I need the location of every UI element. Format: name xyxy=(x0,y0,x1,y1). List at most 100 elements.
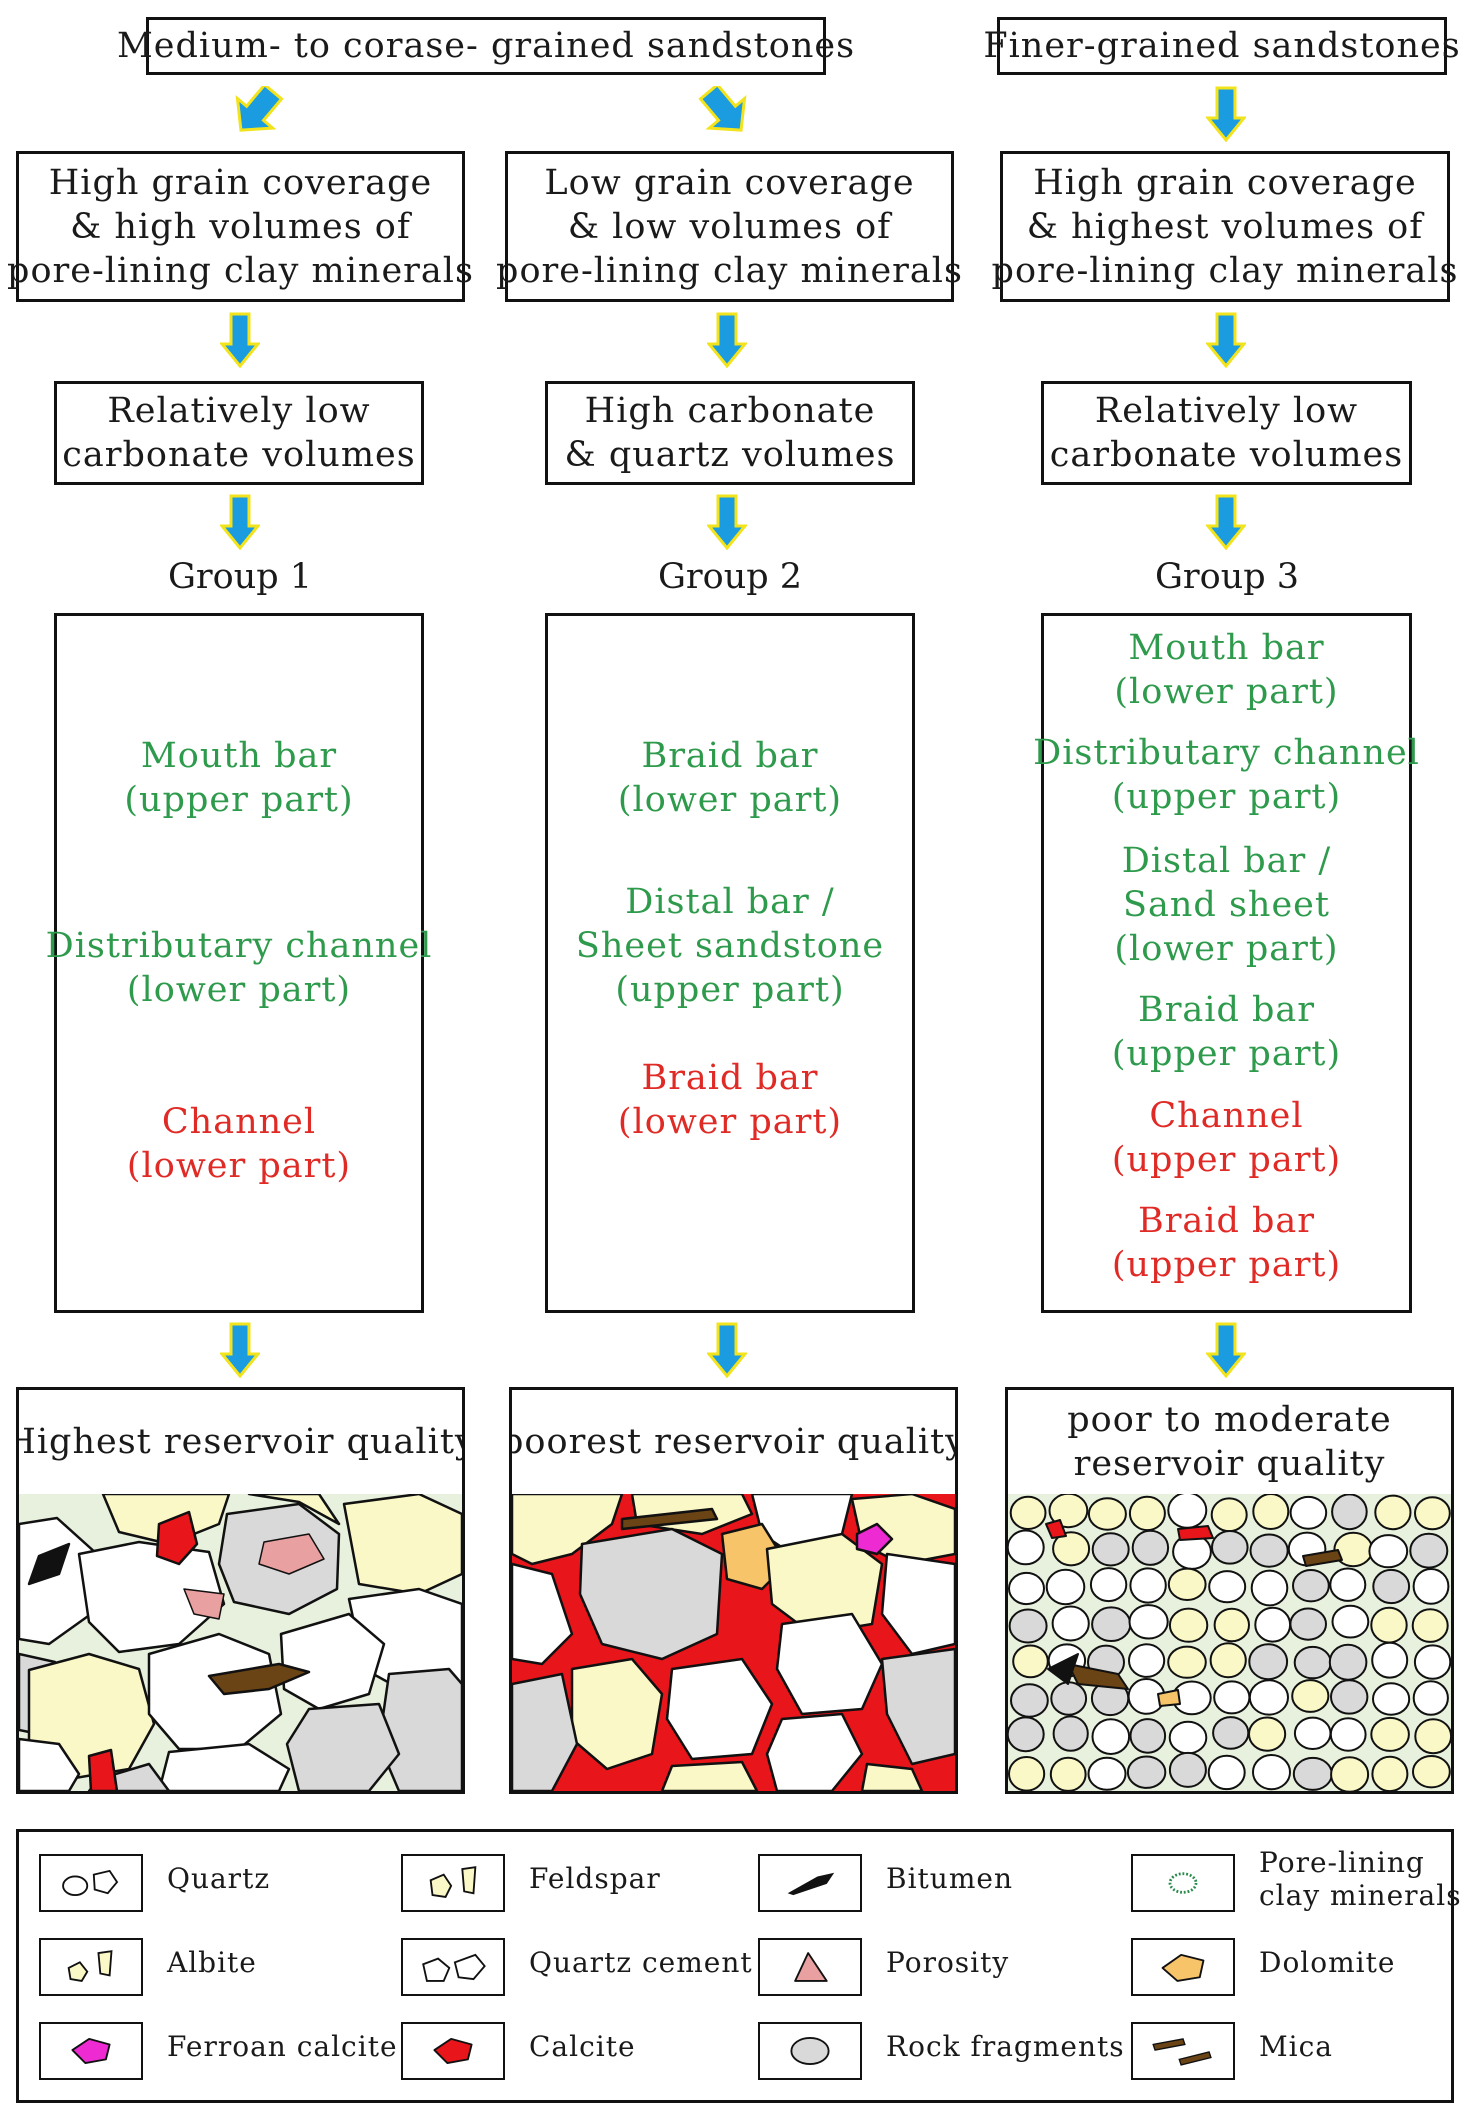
grain xyxy=(1050,1681,1088,1716)
grain xyxy=(1248,1679,1289,1716)
coverage-1-line-3: pore-lining clay minerals xyxy=(7,250,474,291)
grain xyxy=(1329,1567,1367,1602)
arrow-c2-r3 xyxy=(707,1322,747,1378)
env-3-2-line-2: (upper part) xyxy=(1111,777,1342,817)
grain xyxy=(1049,1756,1087,1791)
quality-panel-2: poorest reservoir quality xyxy=(509,1387,958,1794)
quartz-icon xyxy=(39,1854,143,1912)
quality-2-line-1: poorest reservoir quality xyxy=(509,1422,958,1462)
grain xyxy=(1292,1569,1330,1603)
env-3-3-line-3: (lower part) xyxy=(1114,929,1339,969)
env-2-2: Distal bar / Sheet sandstone (upper part… xyxy=(576,880,884,1012)
coverage-3-line-2: & highest volumes of xyxy=(1026,206,1424,247)
env-2-3-line-2: (lower part) xyxy=(617,1102,843,1142)
grain xyxy=(1052,1531,1091,1567)
grain xyxy=(1168,1607,1209,1643)
coverage-1-line-2: & high volumes of xyxy=(70,206,411,247)
env-1-2: Distributary channel (lower part) xyxy=(46,924,433,1012)
coverage-2-line-2: & low volumes of xyxy=(567,206,892,247)
grain xyxy=(1207,1754,1246,1791)
legend-label-quartz-cement: Quartz cement xyxy=(529,1946,753,1979)
albite-icon xyxy=(39,1938,143,1996)
carbonate-1-line-1: Relatively low xyxy=(107,391,371,431)
grain xyxy=(1091,1532,1130,1567)
legend-label-ferroan-calcite: Ferroan calcite xyxy=(167,2030,398,2063)
env-3-4-line-1: Braid bar xyxy=(1137,990,1316,1030)
grain xyxy=(1293,1716,1332,1751)
thin-section-group-1 xyxy=(19,1494,462,1791)
carbonate-box-3: Relatively low carbonate volumes xyxy=(1041,381,1412,485)
legend-label-pore-lining-1: Pore-lining xyxy=(1259,1846,1425,1879)
grain xyxy=(1372,1682,1411,1716)
legend-item-mica: Mica xyxy=(1131,2022,1451,2082)
legend-label-dolomite: Dolomite xyxy=(1259,1946,1396,1979)
env-1-2-line-2: (lower part) xyxy=(126,970,352,1010)
grain xyxy=(1414,1496,1451,1531)
grain xyxy=(1374,1494,1412,1531)
env-3-5-line-2: (upper part) xyxy=(1111,1140,1342,1180)
grain xyxy=(1370,1606,1408,1644)
env-3-6-line-2: (upper part) xyxy=(1111,1245,1342,1285)
pore-lining-clay-icon xyxy=(1131,1854,1235,1912)
legend-label-pore-lining-2: clay minerals xyxy=(1259,1879,1462,1912)
legend-item-feldspar: Feldspar xyxy=(401,1854,721,1914)
arrow-c1-r2 xyxy=(220,494,260,550)
grain xyxy=(1213,1607,1251,1643)
grain xyxy=(1371,1755,1409,1791)
grain xyxy=(1051,1605,1090,1642)
grain xyxy=(1128,1643,1166,1678)
arrow-top-middle xyxy=(698,86,747,132)
carbonate-1-line-2: carbonate volumes xyxy=(62,435,416,475)
grain xyxy=(1211,1530,1249,1565)
legend-item-bitumen: Bitumen xyxy=(758,1854,1078,1914)
grain xyxy=(1210,1497,1248,1533)
group-1-label: Group 1 xyxy=(167,557,313,597)
grain xyxy=(1008,1756,1046,1791)
grain xyxy=(1330,1679,1369,1715)
top-box-fine: Finer-grained sandstones xyxy=(983,17,1460,75)
grain xyxy=(1252,1754,1291,1791)
legend-item-rock-fragments: Rock fragments xyxy=(758,2022,1124,2082)
grain xyxy=(1213,1680,1251,1715)
grain xyxy=(1368,1534,1409,1569)
feldspar-icon xyxy=(401,1854,505,1912)
grain xyxy=(1414,1718,1451,1755)
grain xyxy=(1208,1570,1247,1604)
grain xyxy=(1128,1604,1169,1640)
legend-label-albite: Albite xyxy=(167,1946,257,1979)
legend-label-mica: Mica xyxy=(1259,2030,1333,2063)
env-3-3-line-1: Distal bar / xyxy=(1121,841,1332,881)
arrow-top-left xyxy=(235,86,284,132)
legend-item-quartz: Quartz xyxy=(39,1854,339,1914)
grain xyxy=(1289,1607,1328,1641)
grain xyxy=(1289,1495,1328,1530)
arrow-c3-r1 xyxy=(1206,312,1246,368)
porosity-icon xyxy=(758,1938,862,1996)
quality-panel-2-title: poorest reservoir quality xyxy=(512,1390,955,1497)
group-3-label: Group 3 xyxy=(1154,557,1300,597)
legend-item-calcite: Calcite xyxy=(401,2022,721,2082)
quality-panel-1-title: Highest reservoir quality xyxy=(19,1390,462,1497)
mica-icon xyxy=(1131,2022,1235,2080)
env-3-3-line-2: Sand sheet xyxy=(1123,885,1330,925)
quality-panel-3-title: poor to moderate reservoir quality xyxy=(1008,1390,1451,1497)
thin-section-group-2 xyxy=(512,1494,955,1791)
carbonate-box-1: Relatively low carbonate volumes xyxy=(54,381,424,485)
grain xyxy=(1128,1495,1166,1532)
arrow-c1-r1 xyxy=(220,312,260,368)
env-3-2: Distributary channel (upper part) xyxy=(1033,731,1420,819)
grain xyxy=(1087,1756,1127,1791)
grain xyxy=(1048,1494,1089,1529)
env-2-1-line-2: (lower part) xyxy=(617,780,843,820)
carbonate-2-line-2: & quartz volumes xyxy=(564,435,896,475)
grain xyxy=(1009,1495,1047,1530)
arrow-c1-r3 xyxy=(220,1322,260,1378)
quartz-cement-icon xyxy=(401,1938,505,1996)
legend-label-porosity: Porosity xyxy=(886,1946,1010,1979)
grain xyxy=(1126,1755,1167,1789)
environment-box-1: Mouth bar (upper part) Distributary chan… xyxy=(46,613,431,1313)
quality-panel-3: poor to moderate reservoir quality xyxy=(1005,1387,1454,1794)
grain xyxy=(1292,1756,1333,1791)
grain xyxy=(1091,1606,1132,1642)
legend-item-albite: Albite xyxy=(39,1938,339,1998)
